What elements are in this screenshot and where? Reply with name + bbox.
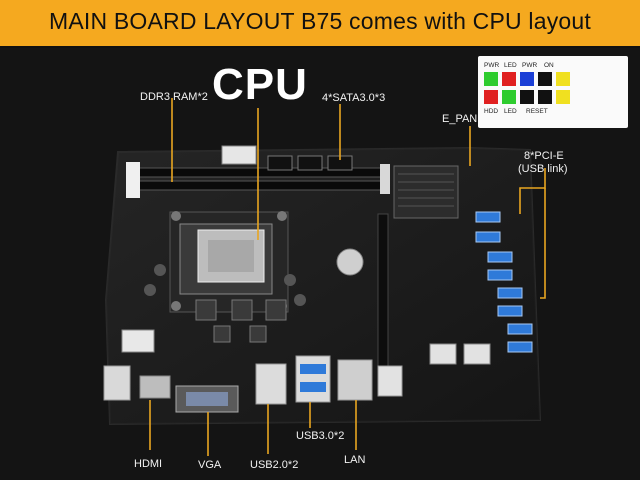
cmos-battery [336,248,364,276]
hdmi-label: HDMI [134,458,163,470]
vrm-chokes [144,264,306,343]
cpu-power-connector [121,329,155,353]
ddr3-label: DDR3 RAM*2 [140,91,208,103]
sata-ports [267,155,353,171]
pin-label-hdd: HDD [484,108,499,115]
callout-leader-lines [149,98,546,456]
pin-label-led-2: LED [504,108,517,115]
title-banner: MAIN BOARD LAYOUT B75 comes with CPU lay… [0,0,640,48]
banner-title: MAIN BOARD LAYOUT B75 comes with CPU lay… [48,8,592,34]
pcie-label-line1: 8*PCI-E [524,150,564,162]
vga-label: VGA [198,459,222,471]
pin-header-icon [484,72,570,104]
pcie-label-line2: (USB link) [518,163,568,175]
pin-label-led: LED [504,62,517,69]
atx-power-connector [221,145,257,165]
pin-label-on: ON [544,62,554,69]
front-panel-pin-diagram: PWR LED PWR ON HDD LED RESET [478,56,628,128]
cpu-socket [169,211,289,313]
usb-pcie-ports [475,211,533,353]
pin-label-pwr-2: PWR [522,62,538,69]
usb2-label: USB2.0*2 [250,459,299,471]
pin-label-pwr: PWR [484,62,500,69]
pcie-power-connectors [429,343,491,365]
sata-label: 4*SATA3.0*3 [322,92,386,104]
rear-io-panel [103,355,403,413]
ram-slots [126,162,390,198]
lan-label: LAN [344,454,366,466]
cpu-label: CPU [212,60,308,109]
chipset-heatsink [393,165,459,219]
usb3-label: USB3.0*2 [296,430,345,442]
pin-label-reset: RESET [526,108,548,115]
